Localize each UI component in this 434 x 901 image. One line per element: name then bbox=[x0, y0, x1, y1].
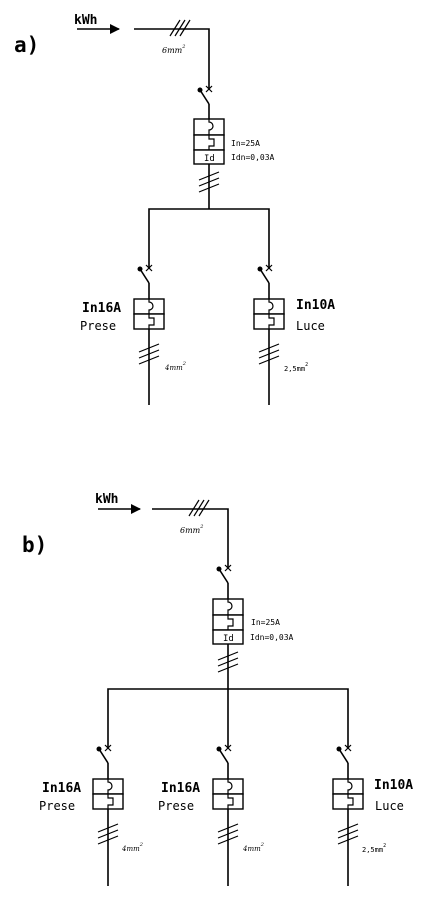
branch-a-2-cable: 2,5mm2 bbox=[284, 362, 308, 373]
branch-b-2 bbox=[212, 744, 244, 886]
main-breaker-sensitivity: Idn=0,03A bbox=[231, 153, 275, 162]
branch-b-2-cable: 4mm2 bbox=[242, 842, 264, 853]
branch-b-2-rating: In16A bbox=[161, 781, 200, 796]
diagram-a-label: a) bbox=[14, 33, 39, 57]
main-tick-marks bbox=[198, 171, 220, 193]
feed-line-b bbox=[152, 508, 229, 567]
branch-b-1 bbox=[92, 744, 124, 886]
branch-b-3-rating: In10A bbox=[374, 778, 413, 793]
main-breaker-type: Id bbox=[204, 154, 215, 164]
branch-a-1-rating: In16A bbox=[82, 301, 121, 316]
feed-tick-marks-b bbox=[188, 499, 210, 517]
diagram-a: a) kWh 6mm2 Id In=25A bbox=[14, 13, 335, 405]
branch-b-3-name: Luce bbox=[375, 799, 404, 813]
diagram-b: b) kWh 6mm2 Id In=25A Idn=0,03A bbox=[22, 492, 413, 886]
diagram-b-label: b) bbox=[22, 533, 47, 557]
branch-b-2-name: Prese bbox=[158, 799, 194, 813]
branch-a-1-name: Prese bbox=[80, 319, 116, 333]
main-breaker: Id bbox=[193, 118, 225, 165]
branch-a-2 bbox=[253, 264, 285, 405]
branch-b-1-name: Prese bbox=[39, 799, 75, 813]
main-switch bbox=[197, 85, 213, 119]
kwh-label: kWh bbox=[74, 13, 97, 28]
branch-a-1-cable: 4mm2 bbox=[164, 361, 186, 372]
feed-line bbox=[134, 28, 210, 88]
feed-cable-label: 6mm2 bbox=[162, 44, 185, 55]
main-breaker-sensitivity-b: Idn=0,03A bbox=[250, 633, 294, 642]
main-breaker-b: Id bbox=[212, 598, 244, 645]
branch-a-1 bbox=[133, 264, 165, 405]
main-switch-b bbox=[216, 564, 232, 599]
branch-a-2-name: Luce bbox=[296, 319, 325, 333]
branch-b-1-cable: 4mm2 bbox=[121, 842, 143, 853]
kwh-label-b: kWh bbox=[95, 492, 118, 507]
main-breaker-rating: In=25A bbox=[231, 139, 260, 148]
feed-tick-marks bbox=[169, 19, 191, 37]
main-breaker-rating-b: In=25A bbox=[251, 618, 280, 627]
branch-b-1-rating: In16A bbox=[42, 781, 81, 796]
busbar bbox=[148, 208, 270, 268]
feed-cable-label-b: 6mm2 bbox=[180, 524, 203, 535]
branch-b-3-cable: 2,5mm2 bbox=[362, 843, 386, 854]
main-breaker-type-b: Id bbox=[223, 634, 234, 644]
main-tick-marks-b bbox=[217, 651, 239, 673]
branch-b-3 bbox=[332, 744, 364, 886]
branch-a-2-rating: In10A bbox=[296, 298, 335, 313]
